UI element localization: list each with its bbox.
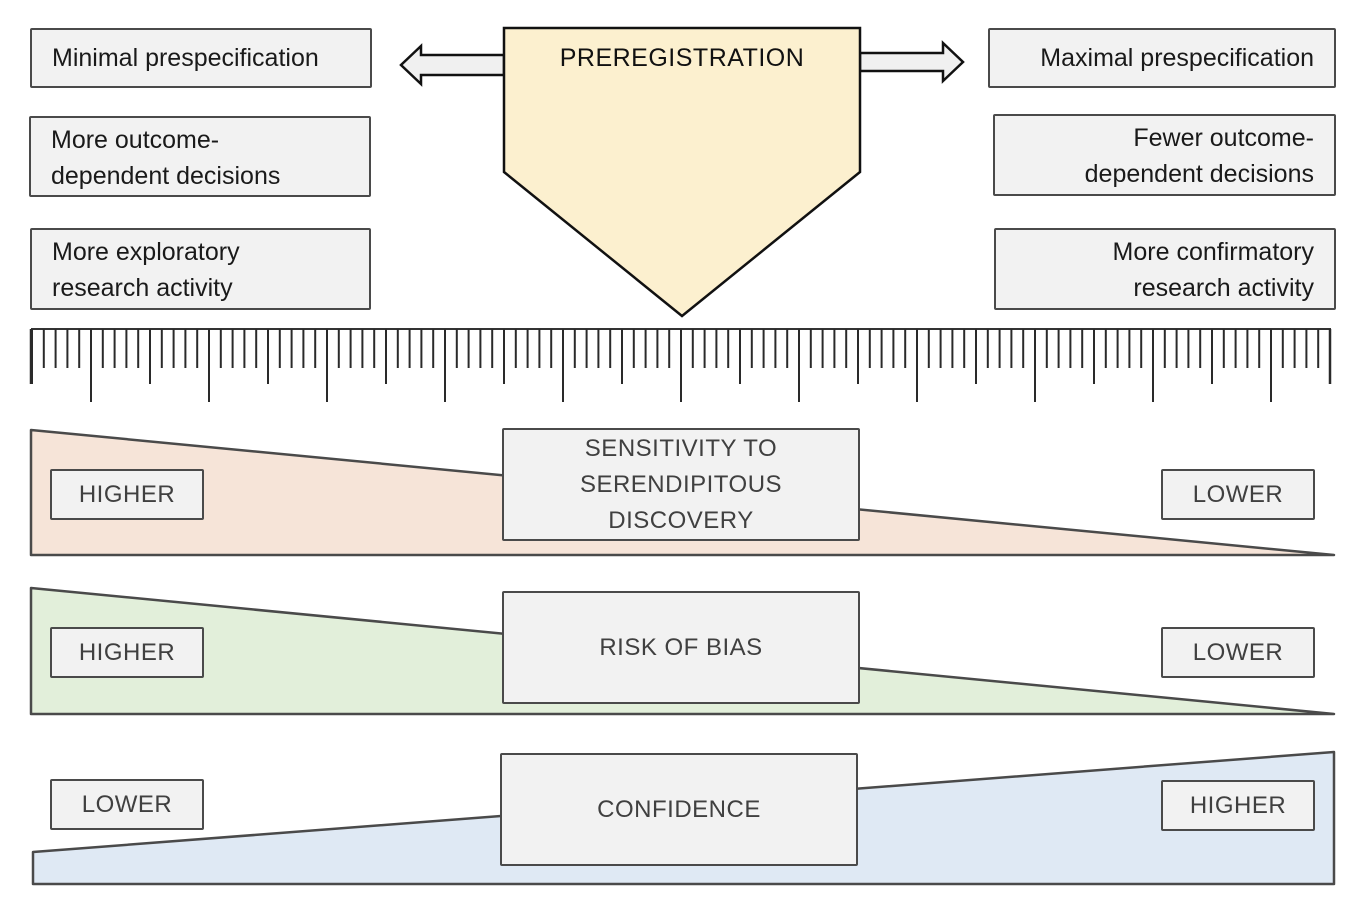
risk-of-bias-left-tag: HIGHER xyxy=(50,627,204,678)
arrow-left-icon xyxy=(399,43,506,87)
confidence-right-tag: HIGHER xyxy=(1161,780,1315,831)
label-line: DISCOVERY xyxy=(608,506,754,534)
fewer-outcome-dependent-box: Fewer outcome- dependent decisions xyxy=(993,114,1336,196)
label-line: RISK OF BIAS xyxy=(599,633,763,661)
box-text: research activity xyxy=(52,274,233,302)
sensitivity-label: SENSITIVITY TO SERENDIPITOUS DISCOVERY xyxy=(502,428,860,541)
label-line: SERENDIPITOUS xyxy=(579,470,783,498)
box-text: dependent decisions xyxy=(1084,160,1314,188)
sensitivity-right-tag: LOWER xyxy=(1161,469,1315,520)
ruler xyxy=(29,328,1332,402)
box-text: More confirmatory xyxy=(1112,238,1314,266)
risk-of-bias-label: RISK OF BIAS xyxy=(502,591,860,704)
confidence-left-tag: LOWER xyxy=(50,779,204,830)
risk-of-bias-right-tag: LOWER xyxy=(1161,627,1315,678)
box-text: More outcome- xyxy=(51,126,220,154)
confidence-label: CONFIDENCE xyxy=(500,753,858,866)
preregistration-title: PREREGISTRATION xyxy=(559,44,805,72)
sensitivity-left-tag: HIGHER xyxy=(50,469,204,520)
maximal-prespecification-box: Maximal prespecification xyxy=(988,28,1336,88)
more-exploratory-box: More exploratory research activity xyxy=(30,228,371,310)
box-text: More exploratory xyxy=(52,238,240,266)
box-text: research activity xyxy=(1133,274,1314,302)
box-text: dependent decisions xyxy=(51,162,281,190)
arrow-right-icon xyxy=(858,40,965,84)
preregistration-pentagon xyxy=(502,26,862,318)
more-confirmatory-box: More confirmatory research activity xyxy=(994,228,1336,310)
more-outcome-dependent-box: More outcome- dependent decisions xyxy=(29,116,371,197)
box-text: Fewer outcome- xyxy=(1133,124,1314,152)
label-line: SENSITIVITY TO xyxy=(584,434,778,462)
label-line: CONFIDENCE xyxy=(597,795,761,823)
box-text: Maximal prespecification xyxy=(1040,44,1314,72)
minimal-prespecification-box: Minimal prespecification xyxy=(30,28,372,88)
box-text: Minimal prespecification xyxy=(52,44,319,72)
